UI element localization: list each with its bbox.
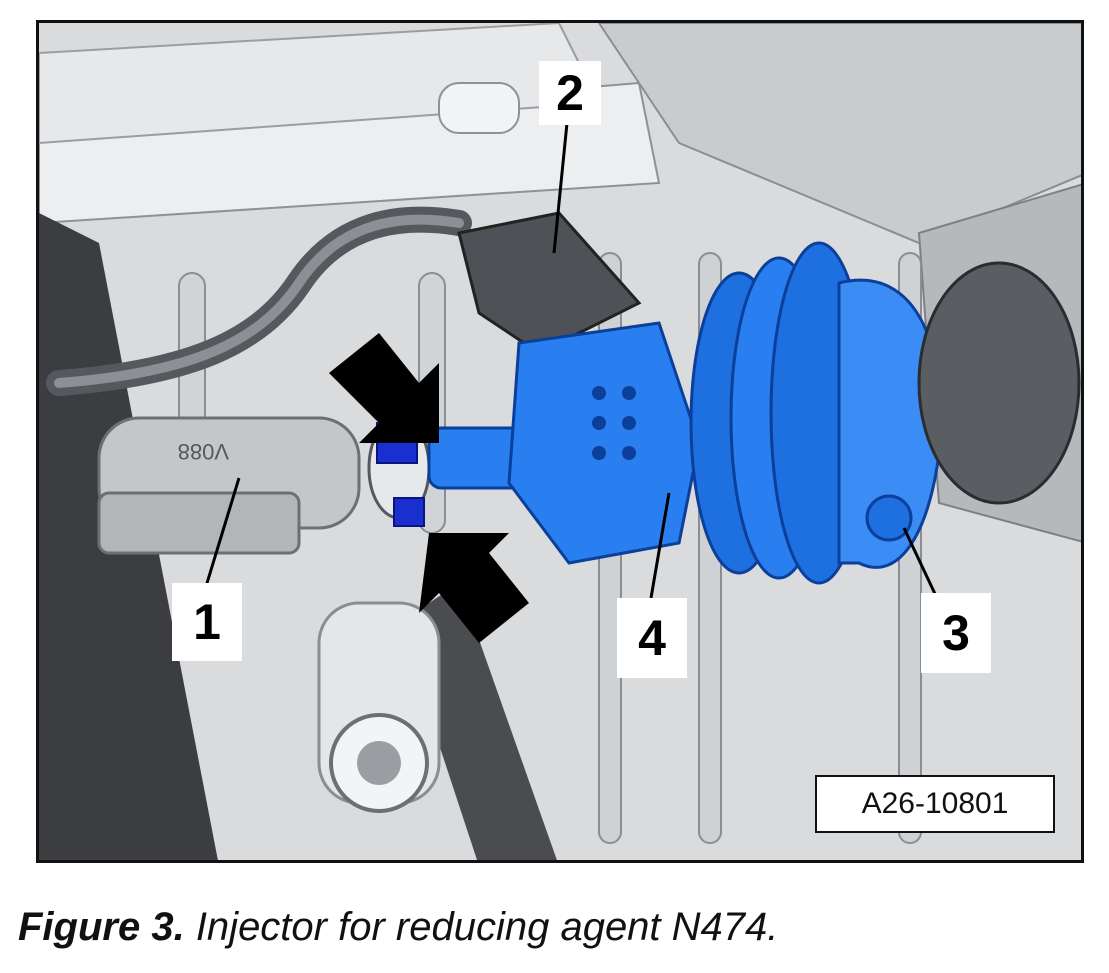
figure-illustration: V088 1 2 3 4 A26-10801	[36, 20, 1084, 863]
caption-text: Injector for reducing agent N474.	[184, 905, 779, 949]
figure-caption: Figure 3. Injector for reducing agent N4…	[18, 905, 778, 950]
leader-line-1	[202, 477, 241, 594]
engine-drawing: V088	[39, 23, 1081, 860]
caption-label: Figure 3.	[18, 905, 185, 949]
svg-text:V088: V088	[178, 439, 229, 464]
callout-4: 4	[617, 598, 687, 678]
leader-line-4	[649, 492, 671, 599]
reference-code-label: A26-10801	[815, 775, 1055, 833]
callout-1: 1	[172, 583, 242, 661]
leader-line-2	[552, 122, 569, 254]
callout-2: 2	[539, 61, 601, 125]
callout-3: 3	[921, 593, 991, 673]
